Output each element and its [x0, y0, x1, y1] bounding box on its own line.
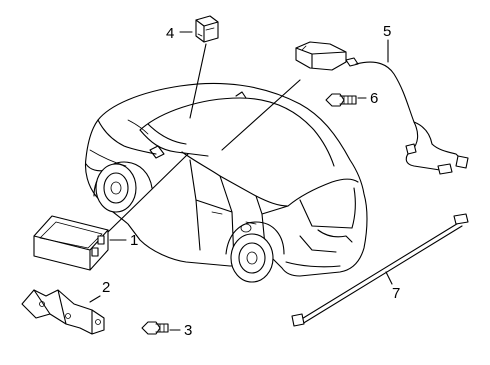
- part-6-bolt: [325, 93, 357, 107]
- callout-2: 2: [102, 279, 110, 296]
- vehicle-illustration: [84, 82, 368, 283]
- part-7-cable: [291, 213, 469, 327]
- callout-labels: 1 2 3 4 5 6 7: [102, 23, 400, 339]
- part-2-bracket: [21, 289, 105, 335]
- callout-4: 4: [166, 25, 174, 42]
- part-4-module: [195, 15, 219, 43]
- callout-5: 5: [383, 23, 391, 40]
- part-3-bolt: [141, 321, 169, 335]
- callout-6: 6: [370, 90, 378, 107]
- part-1-control-unit: [33, 215, 109, 271]
- leader-lines: [89, 31, 393, 331]
- callout-3: 3: [184, 322, 192, 339]
- part-5-antenna-harness: [295, 41, 469, 175]
- callout-1: 1: [130, 232, 138, 249]
- callout-7: 7: [392, 285, 400, 302]
